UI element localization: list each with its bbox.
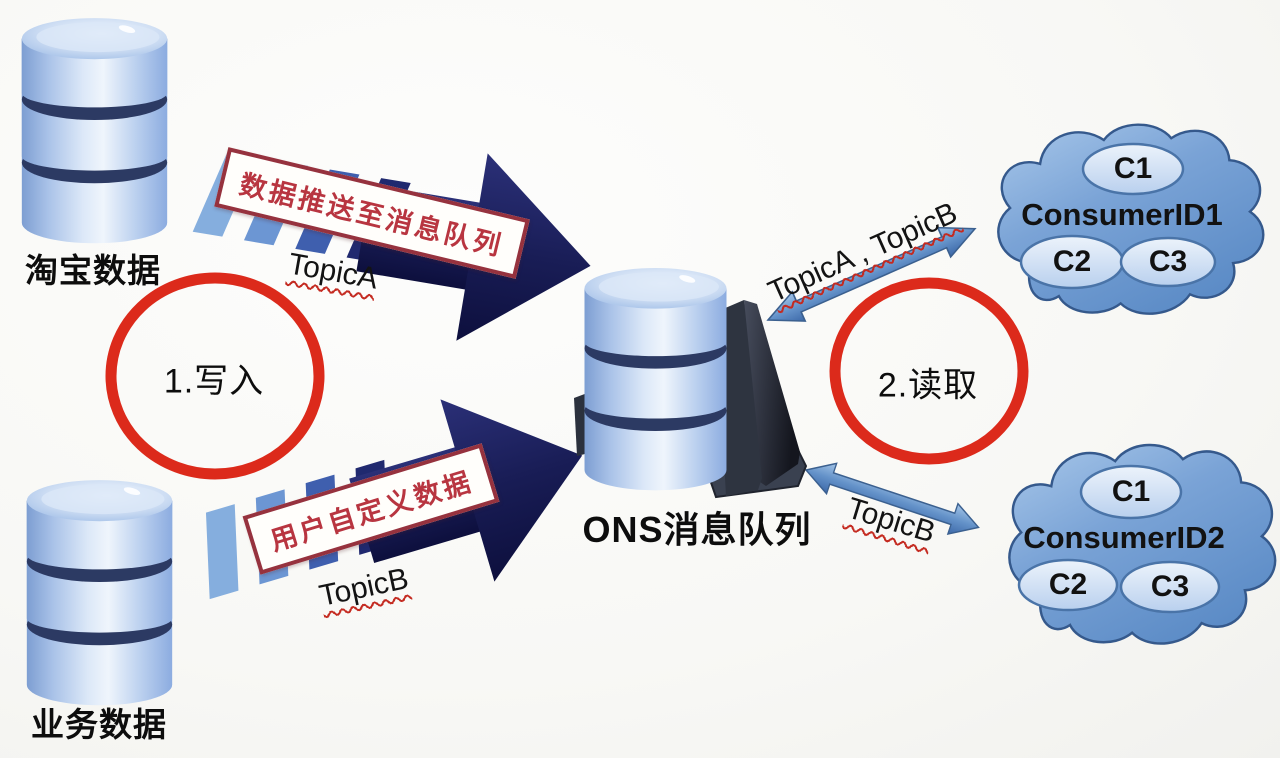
db-cylinder-business: [26, 480, 173, 706]
consumer1-c1-label: C1: [1113, 152, 1153, 185]
consumer2-c3-label: C3: [1150, 570, 1190, 603]
consumer1-c2-label: C2: [1052, 245, 1092, 278]
db-cylinder-taobao: [21, 18, 168, 244]
db-cylinder-ons: [584, 268, 727, 491]
consumer2-c1-ellipse: [1079, 464, 1183, 520]
write-step-circle: [105, 272, 325, 480]
consumer2-c1-label: C1: [1111, 475, 1151, 508]
consumer1-cloud: [997, 123, 1265, 315]
source-label-taobao: 淘宝数据: [25, 252, 161, 289]
consumer1-c3-ellipse: [1119, 236, 1217, 288]
consumer1-c1-ellipse: [1081, 142, 1185, 196]
read-step-circle: [829, 277, 1029, 465]
monitor: [574, 300, 808, 499]
consumer2-c2-label: C2: [1048, 568, 1088, 601]
queue-label: ONS消息队列: [582, 509, 812, 550]
consumer2-name: ConsumerID2: [1023, 520, 1225, 555]
consumer2-c2-ellipse: [1017, 558, 1119, 612]
consumer2-c3-ellipse: [1119, 560, 1221, 614]
consumer1-c3-label: C3: [1148, 245, 1188, 278]
consumer1-name: ConsumerID1: [1021, 197, 1223, 232]
source-label-business: 业务数据: [31, 706, 167, 743]
write-step-label: 1.写入: [163, 362, 265, 401]
consumer2-cloud: [1008, 443, 1277, 645]
read-step-label: 2.读取: [877, 366, 979, 405]
